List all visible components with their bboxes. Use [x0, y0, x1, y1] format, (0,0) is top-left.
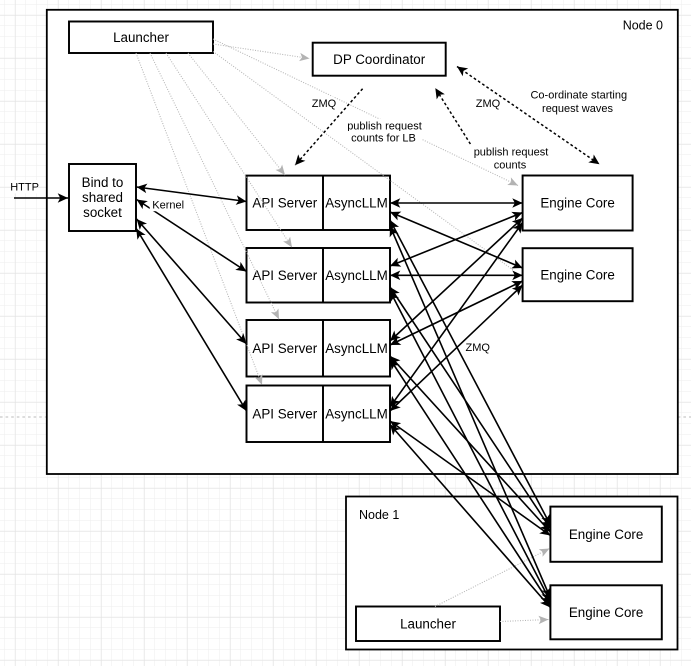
svg-text:ZMQ: ZMQ [465, 342, 490, 354]
svg-text:API Server: API Server [252, 406, 317, 421]
svg-text:socket: socket [83, 205, 122, 220]
svg-text:request waves: request waves [542, 103, 613, 115]
svg-text:Node 0: Node 0 [623, 18, 663, 32]
svg-text:counts: counts [494, 160, 527, 172]
svg-text:AsyncLLM: AsyncLLM [325, 196, 388, 211]
svg-text:Kernel: Kernel [152, 199, 184, 211]
svg-text:publish request: publish request [474, 146, 549, 158]
svg-text:ZMQ: ZMQ [312, 98, 337, 110]
svg-text:AsyncLLM: AsyncLLM [325, 341, 388, 356]
svg-text:API Server: API Server [252, 196, 317, 211]
svg-text:Launcher: Launcher [113, 30, 169, 45]
svg-text:AsyncLLM: AsyncLLM [325, 406, 388, 421]
svg-text:Launcher: Launcher [400, 616, 456, 631]
svg-text:Bind to: Bind to [82, 175, 124, 190]
svg-text:Engine Core: Engine Core [540, 196, 614, 211]
svg-text:ZMQ: ZMQ [476, 98, 501, 110]
svg-text:API Server: API Server [252, 341, 317, 356]
svg-text:HTTP: HTTP [10, 182, 39, 194]
svg-text:Engine Core: Engine Core [569, 605, 643, 620]
svg-text:counts for LB: counts for LB [351, 133, 416, 145]
svg-text:Co-ordinate starting: Co-ordinate starting [530, 89, 627, 101]
svg-text:shared: shared [82, 190, 123, 205]
svg-text:Node 1: Node 1 [359, 508, 399, 522]
svg-text:API Server: API Server [252, 268, 317, 283]
svg-text:AsyncLLM: AsyncLLM [325, 268, 388, 283]
svg-text:publish request: publish request [347, 121, 422, 133]
svg-text:DP Coordinator: DP Coordinator [333, 52, 426, 67]
svg-text:Engine Core: Engine Core [569, 527, 643, 542]
svg-text:Engine Core: Engine Core [540, 267, 614, 282]
